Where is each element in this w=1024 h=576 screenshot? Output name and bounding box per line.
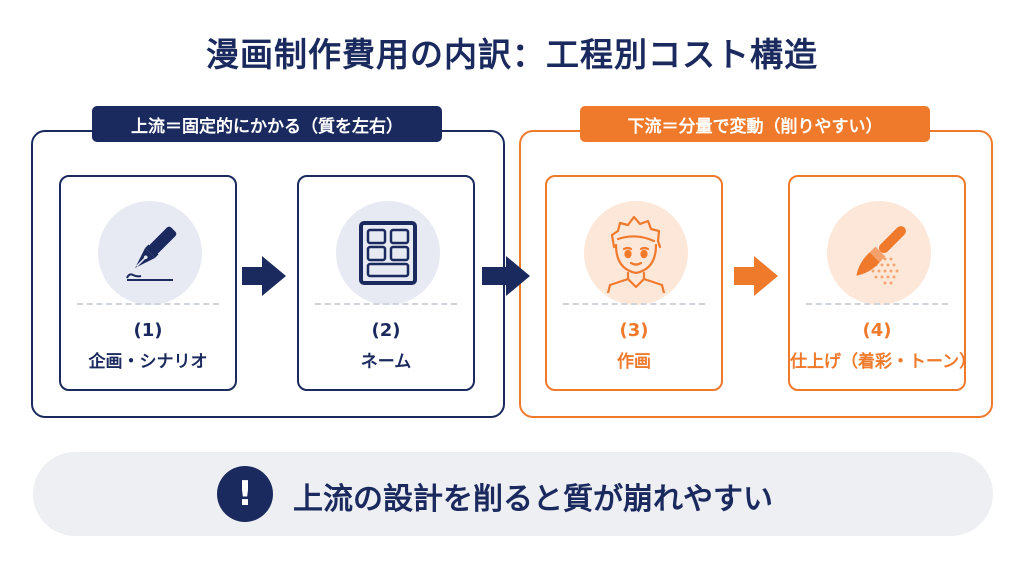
warning-banner: ! 上流の設計を削ると質が崩れやすい — [33, 452, 993, 536]
step-name: 作画 — [617, 352, 651, 372]
exclamation-icon: ! — [217, 466, 273, 522]
step-card-planning: (1) 企画・シナリオ — [59, 175, 237, 391]
card-divider — [806, 303, 948, 305]
fountain-pen-icon — [98, 201, 202, 305]
downstream-label: 下流＝分量で変動（削りやすい） — [580, 106, 930, 142]
diagram-title: 漫画制作費用の内訳：工程別コスト構造 — [206, 35, 818, 74]
card-divider — [315, 303, 457, 305]
step-card-name: (2) ネーム — [297, 175, 475, 391]
arrow-right-icon — [482, 256, 530, 296]
step-card-finishing: (4) 仕上げ（着彩・トーン） — [788, 175, 977, 391]
panel-layout-icon — [336, 201, 440, 305]
warning-text: 上流の設計を削ると質が崩れやすい — [293, 482, 773, 517]
step-number: (2) — [371, 320, 401, 341]
character-face-icon — [584, 201, 688, 305]
arrow-right-icon — [242, 256, 286, 296]
step-number: (4) — [862, 320, 892, 341]
card-divider — [77, 303, 219, 305]
step-name: ネーム — [360, 352, 412, 372]
arrow-right-icon — [734, 256, 778, 296]
upstream-label: 上流＝固定的にかかる（質を左右） — [92, 106, 442, 142]
card-divider — [563, 303, 705, 305]
step-card-drawing: (3) 作画 — [545, 175, 723, 391]
step-number: (1) — [133, 320, 163, 341]
step-name: 仕上げ（着彩・トーン） — [790, 352, 977, 372]
paintbrush-icon — [827, 201, 931, 305]
step-name: 企画・シナリオ — [88, 352, 208, 372]
step-number: (3) — [619, 320, 649, 341]
